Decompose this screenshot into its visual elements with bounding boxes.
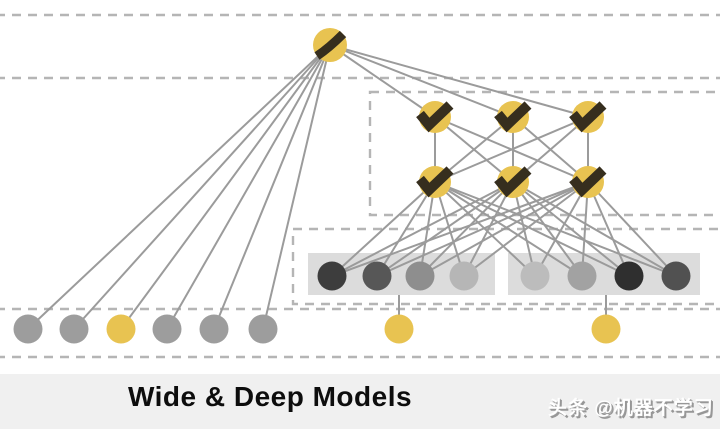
edge-hidden-embedding	[587, 181, 630, 277]
edge-hidden-embedding	[512, 181, 536, 277]
output-node-stripe-icon	[314, 30, 347, 60]
edge-hidden-embedding	[419, 181, 589, 277]
hidden-unit-mark-icon	[416, 166, 454, 198]
edge-hidden-embedding	[434, 181, 677, 277]
wide-input-node	[13, 314, 43, 344]
edge-hidden-embedding	[331, 181, 589, 277]
edge-hidden-embedding	[434, 181, 583, 277]
edge-hidden-hidden	[434, 116, 589, 183]
embedding-circle-right	[567, 261, 597, 291]
edge-output-wide-input	[213, 44, 331, 330]
embedding-circle-right	[614, 261, 644, 291]
edge-output-wide-input	[166, 44, 331, 330]
edge-hidden-embedding	[512, 181, 677, 277]
embedding-circle-left	[449, 261, 479, 291]
wide-input-node	[59, 314, 89, 344]
edge-hidden-embedding	[534, 181, 589, 277]
edge-hidden-embedding	[512, 181, 630, 277]
hidden-unit-mark-icon	[569, 166, 607, 198]
edge-hidden-embedding	[512, 181, 583, 277]
edge-hidden-embedding	[434, 181, 630, 277]
hidden-unit-mark-icon	[494, 166, 532, 198]
wide-input-node	[248, 314, 278, 344]
footer-bar	[0, 374, 720, 429]
watermark: 头条 @机器不学习	[548, 398, 714, 419]
embedding-circle-right	[520, 261, 550, 291]
edge-hidden-embedding	[587, 181, 677, 277]
embedding-input-node	[591, 314, 621, 344]
edge-hidden-embedding	[419, 181, 514, 277]
wide-input-node-yellow	[106, 314, 136, 344]
embedding-circle-left	[362, 261, 392, 291]
embedding-circle-right	[661, 261, 691, 291]
edge-hidden-embedding	[376, 181, 514, 277]
wide-input-node	[199, 314, 229, 344]
edge-hidden-embedding	[434, 181, 465, 277]
edge-hidden-embedding	[376, 181, 436, 277]
edge-hidden-embedding	[463, 181, 589, 277]
hidden-unit-mark-icon	[569, 101, 607, 133]
embedding-circle-left	[317, 261, 347, 291]
edge-hidden-embedding	[434, 181, 536, 277]
edge-output-hidden	[329, 44, 589, 118]
edge-hidden-embedding	[463, 181, 514, 277]
edge-output-wide-input	[27, 44, 331, 330]
wide-input-node	[152, 314, 182, 344]
edge-output-wide-input	[262, 44, 331, 330]
edge-output-wide-input	[73, 44, 331, 330]
embedding-input-node	[384, 314, 414, 344]
edge-hidden-embedding	[376, 181, 589, 277]
edge-output-hidden	[329, 44, 514, 118]
hidden-unit-mark-icon	[494, 101, 532, 133]
edge-hidden-embedding	[331, 181, 514, 277]
hidden-unit-mark-icon	[416, 101, 454, 133]
deep-layers-dashed-box	[368, 90, 720, 217]
edge-output-hidden	[329, 44, 436, 118]
embedding-circle-left	[405, 261, 435, 291]
diagram-title: Wide & Deep Models	[127, 381, 413, 412]
edge-output-wide-input	[120, 44, 331, 330]
edge-hidden-embedding	[331, 181, 436, 277]
